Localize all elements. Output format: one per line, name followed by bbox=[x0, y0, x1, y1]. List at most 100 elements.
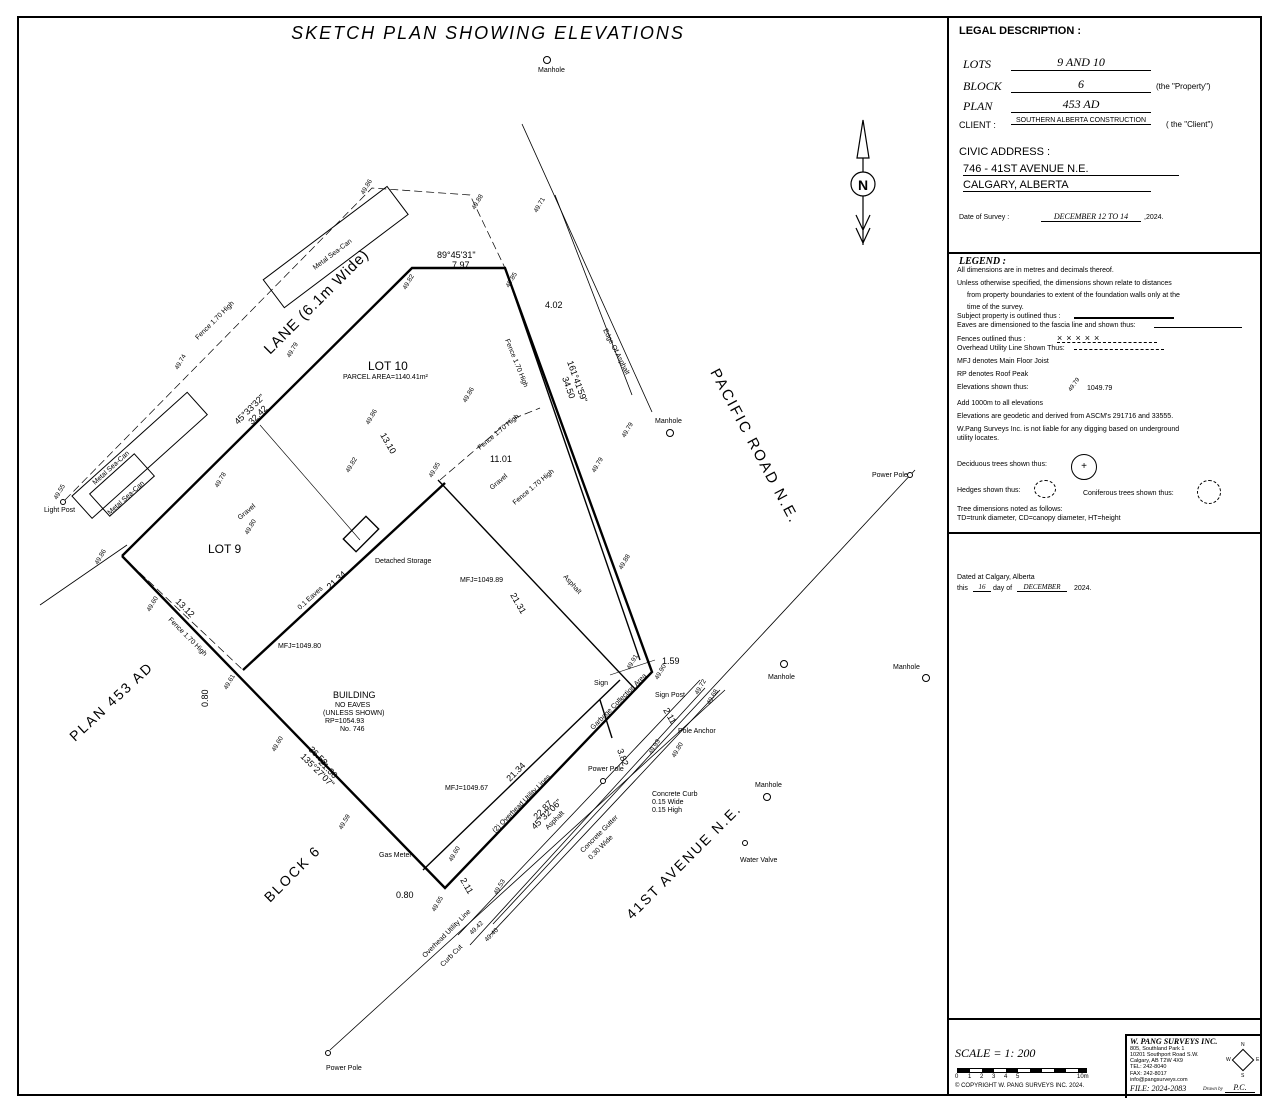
mfj-label: MFJ=1049.89 bbox=[460, 577, 503, 584]
detached-storage-label: Detached Storage bbox=[375, 558, 432, 565]
dimension-lines bbox=[259, 424, 656, 676]
scale-tick: 3 bbox=[992, 1074, 996, 1080]
dated-month: DECEMBER bbox=[1017, 583, 1067, 592]
north-arrow-label: N bbox=[858, 177, 868, 193]
deciduous-tree-icon: + bbox=[1071, 454, 1097, 480]
company-fax: FAX: 242-8017 bbox=[1130, 1071, 1167, 1077]
legal-heading: LEGAL DESCRIPTION : bbox=[959, 25, 1082, 37]
distance-label: 7.97 bbox=[452, 260, 470, 270]
sign-label: Sign bbox=[594, 680, 608, 687]
building-label: BUILDING bbox=[333, 690, 376, 700]
plan-label: PLAN bbox=[963, 99, 993, 113]
property-outline-sample bbox=[1074, 317, 1174, 319]
block-value: 6 bbox=[1011, 77, 1151, 93]
dated-year: 2024. bbox=[1074, 585, 1092, 592]
survey-year: ,2024. bbox=[1144, 214, 1164, 221]
no-eaves-label: NO EAVES bbox=[335, 702, 371, 709]
civic-line2: CALGARY, ALBERTA bbox=[963, 179, 1151, 192]
drawing-frame bbox=[17, 16, 1262, 1096]
lot-10-area: PARCEL AREA=1140.41m² bbox=[343, 374, 429, 381]
legend-heading: LEGEND : bbox=[959, 256, 1006, 267]
power-pole-symbol bbox=[907, 472, 913, 478]
legal-description-section: LEGAL DESCRIPTION : LOTS 9 AND 10 BLOCK … bbox=[949, 17, 1260, 254]
drawn-by-value: P.C. bbox=[1225, 1083, 1255, 1093]
legend-text: utility locates. bbox=[957, 435, 1000, 442]
company-email: info@pangsurveys.com bbox=[1130, 1077, 1188, 1083]
eaves-sample bbox=[1154, 327, 1242, 328]
distance-label: 0.80 bbox=[200, 689, 210, 707]
manhole-label: Manhole bbox=[768, 674, 795, 681]
legend-text: Add 1000m to all elevations bbox=[957, 400, 1043, 407]
building-outline bbox=[242, 267, 641, 871]
manhole-label: Manhole bbox=[755, 782, 782, 789]
legend-text: Fences outlined thus : bbox=[957, 336, 1026, 343]
legend-text: from property boundaries to extent of th… bbox=[967, 292, 1180, 299]
dated-section: Dated at Calgary, Alberta this 16 day of… bbox=[949, 534, 1260, 1018]
power-pole-label: Power Pole bbox=[588, 766, 624, 773]
drawn-by-label: Drawn by bbox=[1203, 1087, 1223, 1092]
legend-text: Coniferous trees shown thus: bbox=[1083, 490, 1174, 497]
water-valve-symbol bbox=[742, 840, 748, 846]
legend-text: Subject property is outlined thus : bbox=[957, 313, 1061, 320]
company-name: W. PANG SURVEYS INC. bbox=[1130, 1037, 1218, 1046]
scale-tick: 0 bbox=[955, 1074, 959, 1080]
dated-line1: Dated at Calgary, Alberta bbox=[957, 574, 1035, 581]
curb-dims-label: 0.15 High bbox=[652, 807, 682, 814]
power-pole-label: Power Pole bbox=[872, 472, 908, 479]
scale-tick: 5 bbox=[1016, 1074, 1020, 1080]
company-address: 10201 Southport Road S.W. bbox=[1130, 1052, 1199, 1058]
legend-text: Deciduous trees shown thus: bbox=[957, 461, 1047, 468]
manhole-symbol bbox=[780, 660, 788, 668]
pole-anchor-label: Pole Anchor bbox=[678, 728, 716, 735]
legend-text: Eaves are dimensioned to the fascia line… bbox=[957, 322, 1136, 329]
overhead-sample bbox=[1074, 349, 1164, 350]
survey-label: Date of Survey : bbox=[959, 214, 1010, 221]
mfj-label: MFJ=1049.80 bbox=[278, 643, 321, 650]
company-address: 805, Southland Park 1 bbox=[1130, 1046, 1185, 1052]
curb-dims-label: 0.15 Wide bbox=[652, 799, 684, 806]
water-valve-label: Water Valve bbox=[740, 857, 777, 864]
file-number: FILE: 2024-2083 bbox=[1130, 1084, 1187, 1093]
client-value: SOUTHERN ALBERTA CONSTRUCTION bbox=[1011, 117, 1151, 125]
hedge-icon bbox=[1034, 480, 1056, 498]
manhole-label: Manhole bbox=[538, 67, 565, 74]
utility-symbols bbox=[60, 56, 930, 1056]
plan-title: SKETCH PLAN SHOWING ELEVATIONS bbox=[291, 23, 685, 43]
dated-this: this bbox=[957, 585, 968, 592]
lots-label: LOTS bbox=[963, 57, 992, 71]
scale-tick: 4 bbox=[1004, 1074, 1008, 1080]
sea-can-outlines bbox=[71, 185, 409, 520]
legend-text: All dimensions are in metres and decimal… bbox=[957, 267, 1114, 274]
legend-text: Unless otherwise specified, the dimensio… bbox=[957, 280, 1172, 287]
client-note: ( the "Client") bbox=[1166, 120, 1214, 129]
legend-section: LEGEND : All dimensions are in metres an… bbox=[949, 254, 1260, 534]
light-post-label: Light Post bbox=[44, 507, 75, 514]
property-note: (the "Property") bbox=[1156, 82, 1211, 91]
legend-text: W.Pang Surveys Inc. is not liable for an… bbox=[957, 426, 1180, 433]
power-pole-symbol bbox=[325, 1050, 331, 1056]
manhole-symbol bbox=[922, 674, 930, 682]
sign-post-label: Sign Post bbox=[655, 692, 685, 699]
copyright-text: © COPYRIGHT W. PANG SURVEYS INC. 2024. bbox=[955, 1083, 1085, 1089]
legend-text: TD=trunk diameter, CD=canopy diameter, H… bbox=[957, 515, 1121, 522]
house-number-label: No. 746 bbox=[340, 726, 365, 733]
mfj-label: MFJ=1049.67 bbox=[445, 785, 488, 792]
unless-shown-label: (UNLESS SHOWN) bbox=[323, 710, 384, 717]
legend-text: time of the survey. bbox=[967, 304, 1024, 311]
fence-sample: ××××× bbox=[1057, 334, 1157, 343]
title-block-panel: LEGAL DESCRIPTION : LOTS 9 AND 10 BLOCK … bbox=[947, 17, 1262, 1098]
north-arrow bbox=[850, 119, 876, 245]
scale-tick: 10m bbox=[1077, 1074, 1089, 1080]
elev-sample-small: 49.79 bbox=[1067, 377, 1082, 393]
legend-text: RP denotes Roof Peak bbox=[957, 371, 1029, 378]
coniferous-tree-icon bbox=[1197, 480, 1221, 504]
block-label: BLOCK bbox=[963, 79, 1002, 93]
plan-value: 453 AD bbox=[1011, 97, 1151, 113]
compass-rose-icon: N E S W bbox=[1226, 1042, 1260, 1079]
legend-text: MFJ denotes Main Floor Joist bbox=[957, 358, 1049, 365]
dated-dayof: day of bbox=[993, 585, 1013, 592]
company-tel: TEL: 242-8040 bbox=[1130, 1064, 1167, 1070]
survey-value: DECEMBER 12 TO 14 bbox=[1041, 212, 1141, 222]
legend-text: Tree dimensions noted as follows: bbox=[957, 506, 1063, 513]
